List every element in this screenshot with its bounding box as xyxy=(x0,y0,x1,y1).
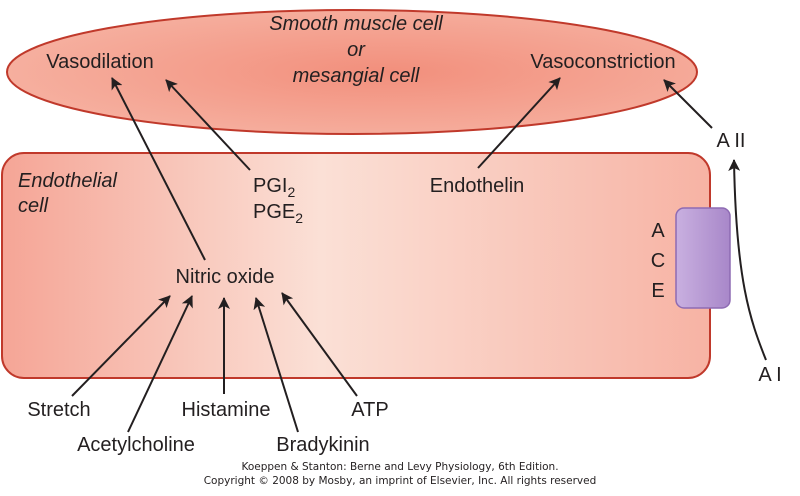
ace-enzyme-block xyxy=(675,207,731,309)
vasoconstriction-label: Vasoconstriction xyxy=(530,51,675,73)
acetylcholine-label: Acetylcholine xyxy=(77,434,195,456)
smooth-muscle-title-1: Smooth muscle cell xyxy=(269,13,443,35)
smooth-muscle-title-2: or xyxy=(347,39,366,61)
endothelial-label-2: cell xyxy=(18,195,49,217)
arrow-no-to-vasodilation xyxy=(111,77,206,261)
arrow-bradykinin-to-no xyxy=(253,297,299,433)
pge2-label: PGE2 xyxy=(253,201,303,226)
pgi2-label: PGI2 xyxy=(253,175,295,200)
arrow-aii-to-vasoconstriction xyxy=(663,79,713,129)
endothelial-label-1: Endothelial xyxy=(18,170,118,192)
credit-line-2: Copyright © 2008 by Mosby, an imprint of… xyxy=(204,475,597,487)
nitric-oxide-label: Nitric oxide xyxy=(176,266,275,288)
arrow-endothelin-to-vasoconstriction xyxy=(477,77,561,169)
ace-letter-e: E xyxy=(651,280,664,302)
ace-letter-c: C xyxy=(651,250,665,272)
ace-letter-a: A xyxy=(651,220,665,242)
endothelin-label: Endothelin xyxy=(430,175,525,197)
angiotensin-ii-label: A II xyxy=(717,130,746,152)
arrow-atp-to-no xyxy=(281,292,358,397)
smooth-muscle-title-3: mesangial cell xyxy=(293,65,420,87)
arrow-pgi-to-vasodilation xyxy=(165,79,251,171)
arrow-ai-to-aii xyxy=(728,159,767,361)
histamine-label: Histamine xyxy=(182,399,271,421)
bradykinin-label: Bradykinin xyxy=(276,434,369,456)
credit-line-1: Koeppen & Stanton: Berne and Levy Physio… xyxy=(241,461,558,473)
smooth-muscle-cell xyxy=(6,9,698,135)
stretch-label: Stretch xyxy=(27,399,90,421)
atp-label: ATP xyxy=(351,399,388,421)
angiotensin-i-label: A I xyxy=(758,364,781,386)
vasodilation-label: Vasodilation xyxy=(46,51,153,73)
arrow-acetylcholine-to-no xyxy=(127,295,193,433)
arrow-stretch-to-no xyxy=(71,295,171,397)
